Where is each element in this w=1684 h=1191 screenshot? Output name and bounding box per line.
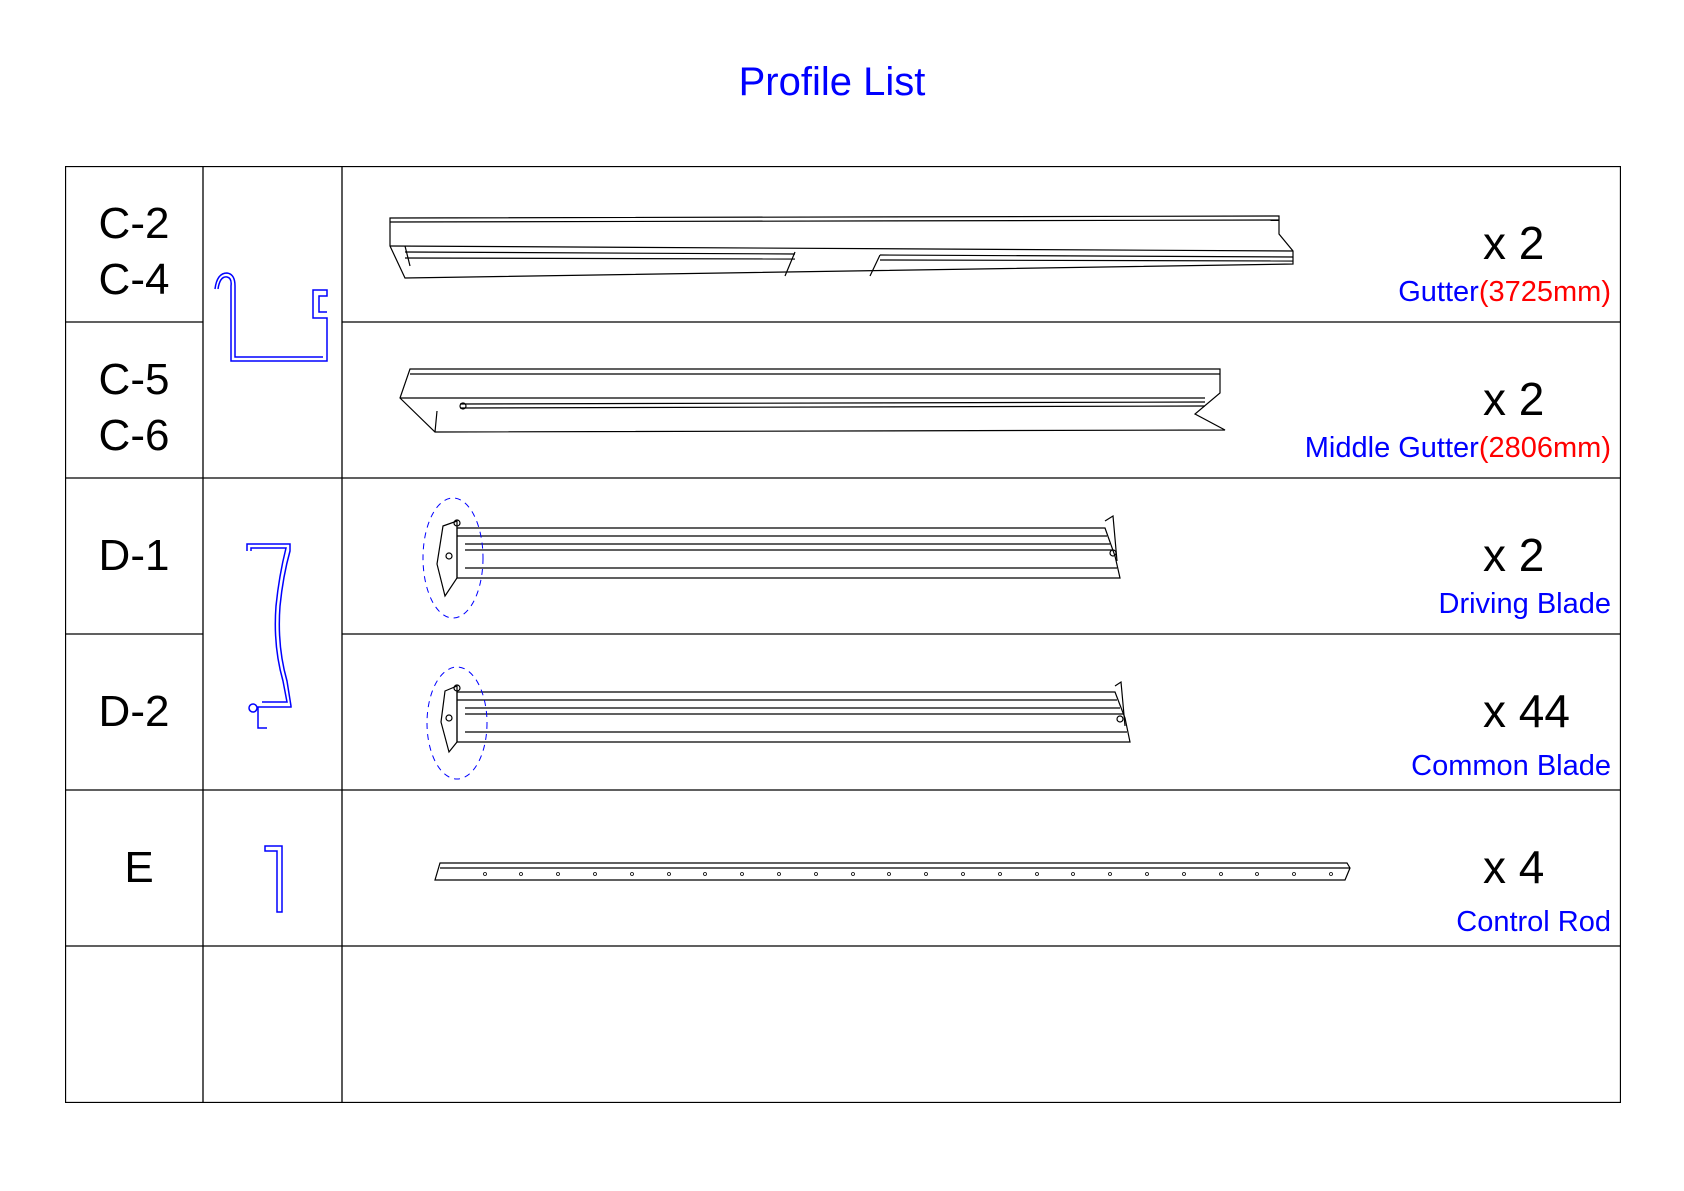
- page-title: Profile List: [0, 60, 1684, 105]
- row-quantity: x 2: [1483, 528, 1544, 582]
- row-name: Common Blade: [1411, 750, 1611, 783]
- row-code: D-1: [65, 528, 203, 584]
- rod-section-icon: [265, 846, 282, 912]
- row-name: Control Rod: [1456, 906, 1611, 939]
- row-name: Driving Blade: [1439, 588, 1611, 621]
- control-rod-drawing: [435, 863, 1350, 880]
- blade-section-icon: [247, 544, 291, 728]
- row-code: D-2: [65, 684, 203, 740]
- gutter-drawing: [390, 216, 1293, 278]
- row-quantity: x 4: [1483, 840, 1544, 894]
- row-quantity: x 2: [1483, 216, 1544, 270]
- gutter-section-icon: [215, 273, 327, 361]
- row-name: Gutter(3725mm): [1398, 276, 1611, 309]
- profile-table: C-2 C-4 C-5 C-6 D-1 D-2 E x 2 x 2 x 2 x …: [65, 166, 1621, 1103]
- row-code: C-2 C-4: [65, 196, 203, 308]
- row-code: E: [70, 840, 208, 896]
- driving-blade-drawing: [437, 516, 1120, 596]
- common-blade-drawing: [441, 682, 1130, 752]
- row-quantity: x 2: [1483, 372, 1544, 426]
- middle-gutter-drawing: [400, 369, 1225, 432]
- row-quantity: x 44: [1483, 684, 1570, 738]
- row-code: C-5 C-6: [65, 352, 203, 464]
- table-drawing: [65, 166, 1621, 1103]
- row-name: Middle Gutter(2806mm): [1305, 432, 1611, 465]
- control-rod-holes: [484, 873, 1333, 876]
- driving-blade-detail-circle: [423, 498, 483, 618]
- table-grid: [65, 166, 1621, 1103]
